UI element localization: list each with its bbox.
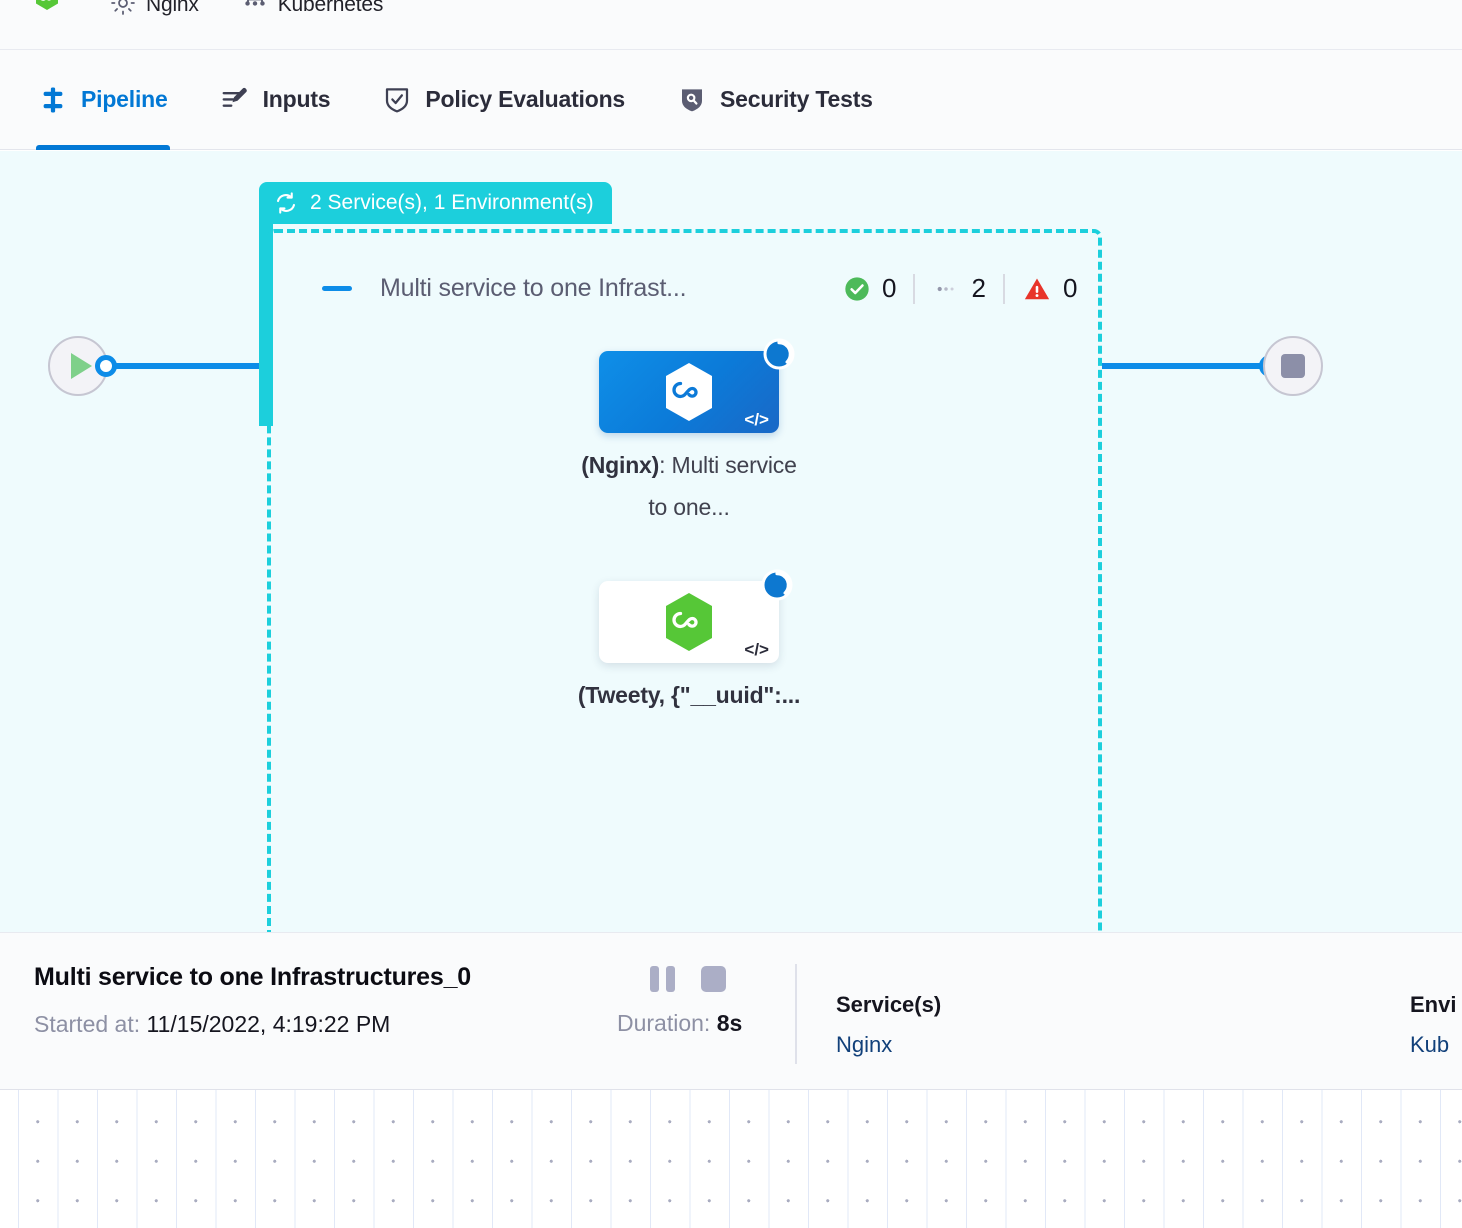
warning-triangle-icon xyxy=(1022,275,1052,303)
services-value[interactable]: Nginx xyxy=(836,1032,893,1057)
duration-label: Duration: xyxy=(617,1010,711,1036)
group-header-label: 2 Service(s), 1 Environment(s) xyxy=(310,191,594,214)
node-nginx-label-rest: : Multi service to one... xyxy=(648,452,797,520)
tab-label-inputs: Inputs xyxy=(262,86,331,112)
count-error-value: 0 xyxy=(1062,273,1078,303)
start-to-group-link xyxy=(114,363,266,369)
running-spinner-badge xyxy=(762,337,796,371)
execution-controls xyxy=(650,966,726,992)
code-brackets-icon: </> xyxy=(744,410,769,429)
group-to-end-link xyxy=(1102,363,1270,369)
dotted-grid-canvas[interactable] xyxy=(0,1090,1462,1228)
execution-started-at: Started at: 11/15/2022, 4:19:22 PM xyxy=(34,1011,390,1038)
environments-header: Envi xyxy=(1410,992,1457,1017)
node-nginx-label-bold: (Nginx) xyxy=(581,452,660,478)
count-divider-2 xyxy=(1002,273,1005,304)
breadcrumb-item-nginx[interactable]: Nginx xyxy=(109,0,199,18)
execution-detail-bar: Multi service to one Infrastructures_0 S… xyxy=(0,932,1462,1090)
code-brackets-icon: </> xyxy=(744,640,769,659)
tab-bar: Pipeline Inputs Policy Evaluations xyxy=(0,50,1462,150)
breadcrumb-item-harness[interactable] xyxy=(34,0,69,18)
stop-icon xyxy=(1281,354,1305,378)
kubernetes-icon xyxy=(241,0,269,22)
inputs-edit-icon xyxy=(220,85,250,115)
count-success: 0 xyxy=(843,273,896,304)
count-running-value: 2 xyxy=(971,273,986,303)
breadcrumb-bar: Nginx Kubernetes xyxy=(0,0,1462,50)
breadcrumb-label-nginx: Nginx xyxy=(146,0,199,16)
group-title-row: Multi service to one Infrast... xyxy=(322,274,687,303)
started-at-label: Started at: xyxy=(34,1011,141,1037)
stop-icon[interactable] xyxy=(701,966,726,992)
execution-duration: Duration: 8s xyxy=(617,1010,742,1037)
node-tweety-label: (Tweety, {"__uuid":... xyxy=(569,674,809,716)
group-header-tab[interactable]: 2 Service(s), 1 Environment(s) xyxy=(259,182,612,224)
collapse-dash-icon[interactable] xyxy=(322,286,352,291)
node-nginx-label: (Nginx): Multi service to one... xyxy=(569,444,809,528)
play-icon xyxy=(70,353,92,379)
harness-hex-green-icon xyxy=(34,0,60,20)
environments-meta: Envi Kub xyxy=(1410,992,1462,1058)
node-tweety-label-bold: (Tweety, {"__uuid":... xyxy=(577,682,801,708)
duration-value: 8s xyxy=(716,1010,743,1036)
tab-pipeline[interactable]: Pipeline xyxy=(36,50,170,150)
group-status-counts: 0 2 xyxy=(843,273,1077,304)
count-error: 0 xyxy=(1022,273,1077,304)
end-node[interactable] xyxy=(1263,336,1323,396)
shield-check-icon xyxy=(382,85,412,115)
group-bounding-box xyxy=(267,229,1102,932)
tab-label-policy-evaluations: Policy Evaluations xyxy=(425,86,626,112)
running-spinner-badge xyxy=(760,568,794,602)
breadcrumb-label-kubernetes: Kubernetes xyxy=(277,0,384,16)
execution-title: Multi service to one Infrastructures_0 xyxy=(34,963,471,991)
node-tweety-card[interactable]: </> xyxy=(599,569,793,663)
services-meta: Service(s) Nginx xyxy=(836,992,941,1058)
count-running: 2 xyxy=(932,273,986,304)
group-title: Multi service to one Infrast... xyxy=(380,274,687,302)
gear-icon xyxy=(109,0,137,22)
started-at-value: 11/15/2022, 4:19:22 PM xyxy=(146,1011,391,1037)
harness-hex-green-icon xyxy=(662,592,716,652)
tab-security-tests[interactable]: Security Tests xyxy=(675,50,875,150)
tab-policy-evaluations[interactable]: Policy Evaluations xyxy=(380,50,627,150)
count-divider-1 xyxy=(913,273,916,304)
running-dots-icon xyxy=(932,275,960,303)
services-header: Service(s) xyxy=(836,992,942,1017)
tab-label-pipeline: Pipeline xyxy=(81,86,168,112)
tab-label-security-tests: Security Tests xyxy=(720,86,873,112)
loop-repeat-icon xyxy=(273,190,299,216)
harness-hex-white-icon xyxy=(662,362,716,422)
pipeline-canvas[interactable]: 2 Service(s), 1 Environment(s) Multi ser… xyxy=(0,151,1462,932)
tab-inputs[interactable]: Inputs xyxy=(218,50,333,150)
environments-value[interactable]: Kub xyxy=(1410,1032,1450,1057)
detail-divider-1 xyxy=(795,964,797,1064)
success-check-icon xyxy=(843,275,871,303)
node-nginx-card[interactable]: </> xyxy=(599,338,795,433)
pause-icon[interactable] xyxy=(650,966,675,992)
shield-scan-icon xyxy=(677,85,707,115)
breadcrumb-item-kubernetes[interactable]: Kubernetes xyxy=(241,0,383,18)
count-success-value: 0 xyxy=(882,273,897,303)
pipeline-icon xyxy=(38,85,68,115)
